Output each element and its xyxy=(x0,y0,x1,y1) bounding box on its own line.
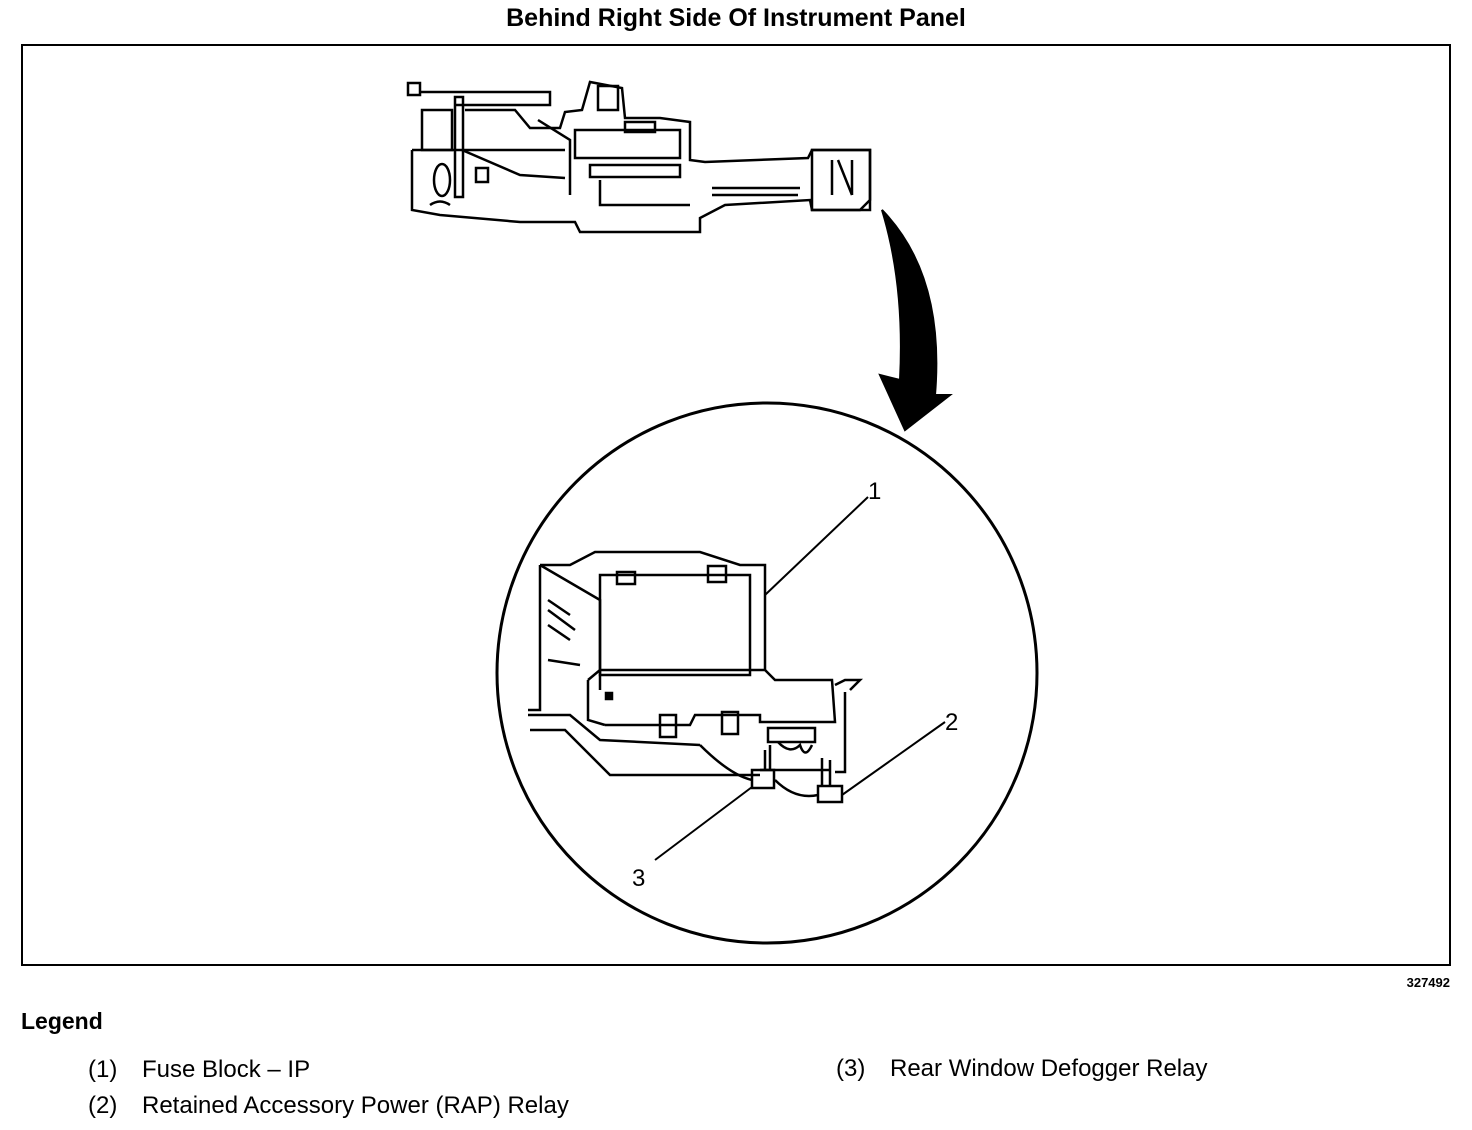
legend-item-number: (3) xyxy=(836,1055,866,1082)
diagram-title: Behind Right Side Of Instrument Panel xyxy=(506,4,966,32)
callout-2: 2 xyxy=(945,709,958,736)
callout-1: 1 xyxy=(868,478,881,505)
fuse-block-detail xyxy=(528,550,864,804)
legend-item-label: Fuse Block – IP xyxy=(142,1056,311,1083)
instrument-panel-overview xyxy=(406,80,872,234)
pointer-arrow xyxy=(878,209,953,432)
legend-item-label: Retained Accessory Power (RAP) Relay xyxy=(142,1092,569,1119)
callout-3: 3 xyxy=(632,865,645,892)
legend-item-label: Rear Window Defogger Relay xyxy=(890,1055,1208,1082)
legend-item-2: (2) Retained Accessory Power (RAP) Relay xyxy=(88,1092,569,1120)
figure-id: 327492 xyxy=(1406,975,1450,990)
legend-heading: Legend xyxy=(21,1008,103,1034)
leader-line-1 xyxy=(764,496,869,596)
diagram-frame xyxy=(21,44,1451,966)
legend-item-1: (1) Fuse Block – IP xyxy=(88,1056,310,1084)
leader-lines xyxy=(654,496,946,861)
leader-line-3 xyxy=(654,786,753,861)
leader-line-2 xyxy=(841,721,946,796)
detail-circle xyxy=(495,401,1039,945)
legend-item-number: (2) xyxy=(88,1092,118,1119)
legend-item-number: (1) xyxy=(88,1056,118,1083)
legend-item-3: (3) Rear Window Defogger Relay xyxy=(836,1055,1207,1083)
